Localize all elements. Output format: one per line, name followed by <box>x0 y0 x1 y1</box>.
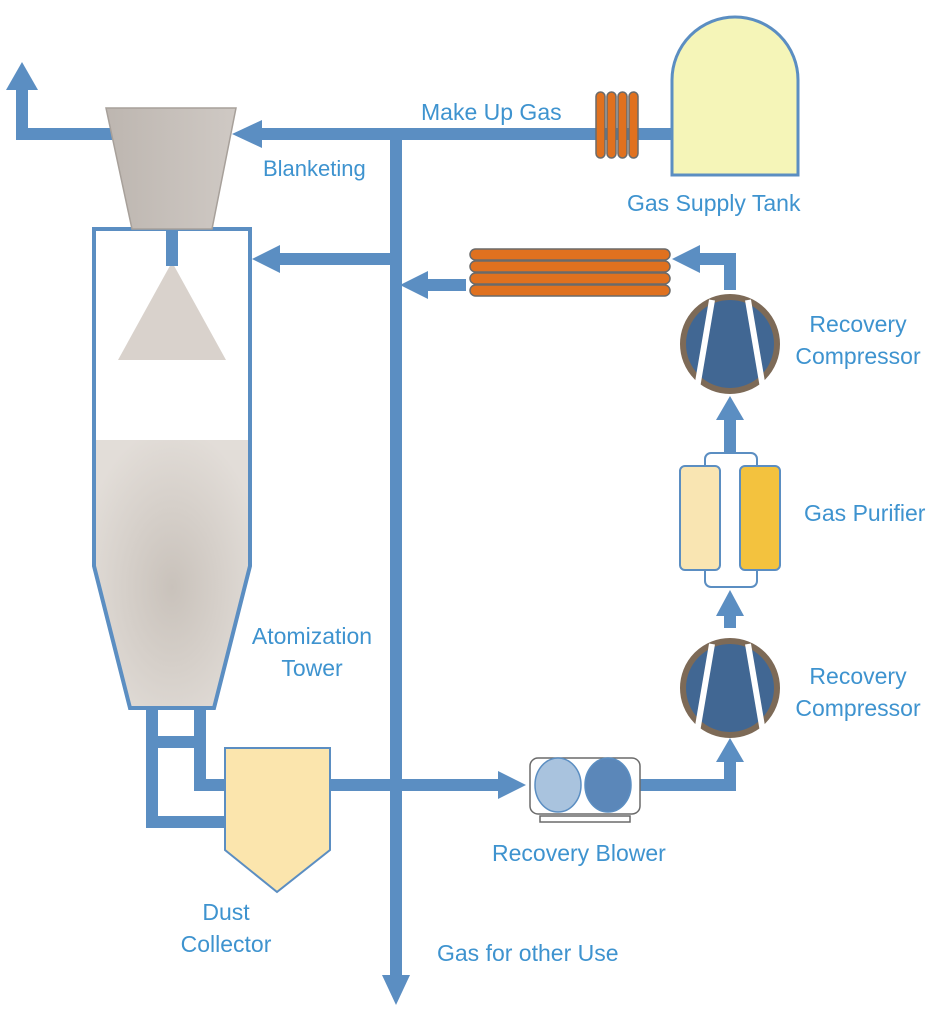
gas-supply-tank-label: Gas Supply Tank <box>627 190 801 216</box>
feed-hopper <box>105 107 237 230</box>
dust-collector-label: Dust Collector <box>166 896 286 960</box>
compressor-top-arrow <box>716 396 744 420</box>
blower-to-compressor-pipe <box>640 757 736 791</box>
blanketing-label: Blanketing <box>263 156 366 181</box>
recovery-compressor-top <box>680 294 780 394</box>
atomization-tower <box>92 227 252 710</box>
gas-purifier-label: Gas Purifier <box>804 500 926 526</box>
gas-supply-tank <box>670 15 800 177</box>
purifier-arrow <box>716 590 744 616</box>
tower-powder <box>94 440 250 708</box>
recovery-blower <box>529 757 641 823</box>
tower-to-collector-pipe-2 <box>194 708 225 791</box>
recovery-blower-label: Recovery Blower <box>492 840 666 866</box>
tower-to-collector-pipe <box>146 708 225 828</box>
atomization-tower-line-1: Atomization <box>251 623 373 649</box>
compressor-bottom-arrow <box>716 738 744 762</box>
recovery-compressor-bottom <box>680 638 780 738</box>
spray-cone <box>118 262 226 360</box>
dust-collector-line-1: Dust <box>202 899 250 925</box>
recovery-compressor-top-line-1: Recovery <box>809 311 907 337</box>
dust-collector-line-2: Collector <box>180 931 272 957</box>
dust-collector <box>224 747 331 894</box>
gas-other-use-arrow <box>382 975 410 1005</box>
cooler-return-arrow <box>400 271 428 299</box>
make-up-gas-label: Make Up Gas <box>421 99 562 125</box>
cooler-inlet-arrow <box>672 245 700 273</box>
recovery-compressor-top-label: Recovery Compressor <box>788 308 928 372</box>
vent-arrow <box>6 62 38 90</box>
recovery-compressor-bottom-line-2: Compressor <box>795 695 921 721</box>
recovery-compressor-top-line-2: Compressor <box>795 343 921 369</box>
tower-body <box>92 227 252 710</box>
atomization-tower-line-2: Tower <box>281 655 343 681</box>
vent-pipe <box>16 88 112 140</box>
gas-cooler <box>469 248 671 297</box>
tower-feed-arrow <box>252 245 280 273</box>
gas-for-other-use-label: Gas for other Use <box>437 940 619 966</box>
recovery-compressor-bottom-label: Recovery Compressor <box>788 660 928 724</box>
gas-purifier <box>679 452 781 588</box>
compressor-to-cooler-pipe <box>692 253 736 290</box>
atomization-tower-label: Atomization Tower <box>240 620 384 684</box>
make-up-gas-heater <box>595 91 639 159</box>
blanketing-arrow <box>232 120 262 148</box>
arrowheads <box>6 62 744 1005</box>
blower-arrow <box>498 771 526 799</box>
recovery-compressor-bottom-line-1: Recovery <box>809 663 907 689</box>
